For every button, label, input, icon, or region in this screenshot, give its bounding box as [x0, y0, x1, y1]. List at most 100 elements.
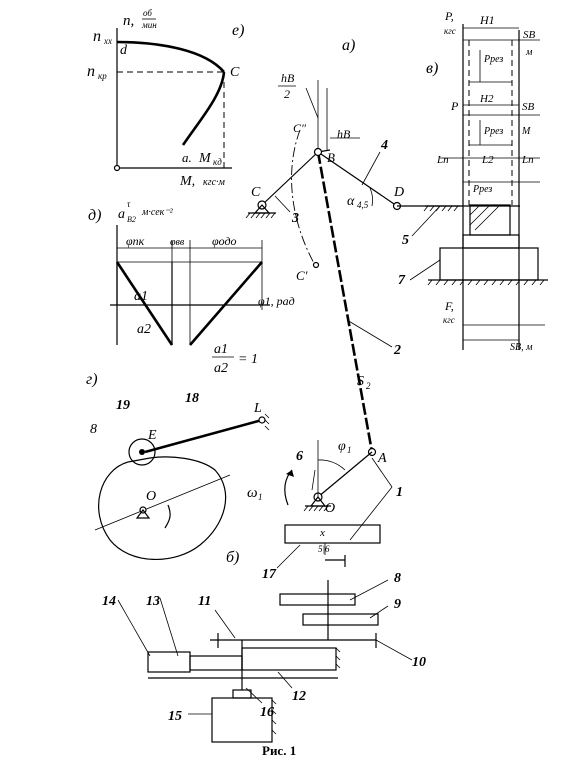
- leader-3: [274, 195, 291, 213]
- clutch-13: [189, 655, 243, 671]
- graph-d-segment-1: [115, 261, 174, 346]
- cam-label-8: 8: [90, 422, 97, 437]
- label-3: 3: [291, 211, 299, 226]
- alpha-arc: [369, 187, 373, 207]
- cam-support: [135, 509, 151, 519]
- label-2: 2: [393, 343, 401, 358]
- graph-v-p-unit: кгс: [444, 26, 456, 36]
- graph-e-nxx-sub: хх: [103, 36, 112, 46]
- graph-v-p-pez3: Pрез: [472, 184, 492, 195]
- leader-1a: [371, 457, 393, 488]
- graph-e-nkr-sub: кр: [98, 71, 107, 81]
- cam-profile-join: [127, 457, 151, 463]
- phi-arc: [317, 459, 346, 471]
- label-17: 17: [262, 567, 277, 582]
- cam-g-section-label: г): [86, 371, 98, 388]
- label-4: 4: [380, 138, 388, 153]
- clutch-14: [147, 651, 191, 673]
- leader-7: [409, 259, 441, 281]
- leader-1b: [349, 486, 393, 541]
- graph-d-acceleration: д) a τ B2 м·сек⁻² φпк φвв φодо a1 a2 φ1,…: [88, 199, 295, 376]
- graph-v-p-label: P,: [444, 9, 454, 23]
- label-1: 1: [396, 485, 403, 500]
- label-7: 7: [398, 273, 406, 288]
- leader-13: [159, 597, 179, 657]
- link-cb: [261, 151, 319, 206]
- point-d-label: D: [393, 185, 404, 200]
- leader-5: [411, 205, 441, 237]
- alpha-label: α: [347, 194, 355, 209]
- graph-d-a-unit: м·сек⁻²: [141, 207, 174, 218]
- graph-e-point-d: d: [120, 43, 128, 58]
- leader-11: [214, 609, 236, 639]
- link-bd: [317, 151, 398, 207]
- label-15: 16: [260, 705, 274, 720]
- graph-d-a-sup: τ: [127, 199, 131, 209]
- label-8: 8: [394, 571, 401, 586]
- graph-e-origin: [113, 164, 121, 172]
- gear-train-b: б) x 5|6 17 8 9 10 11: [102, 524, 426, 743]
- graph-v-sbm-label: SB, м: [510, 342, 533, 353]
- graph-e-mkd-sub: кд: [213, 157, 222, 167]
- graph-v-sb2-label: SB: [522, 101, 535, 113]
- graph-e-point-c: C: [230, 65, 240, 80]
- graph-d-phi-bb: φвв: [170, 237, 185, 248]
- graph-d-phi-obo: φодо: [212, 234, 237, 248]
- cam-roller-pin: [139, 449, 145, 455]
- leader-12: [277, 671, 293, 689]
- gear-9: [302, 613, 379, 626]
- graph-e-curve-ca: [181, 71, 226, 146]
- graph-e-nxx-label: n: [93, 28, 101, 45]
- follower-pivot-hatch: [264, 413, 270, 431]
- label-13: 13: [146, 594, 160, 609]
- hb-label: hB: [337, 127, 351, 141]
- graph-d-section-label: д): [88, 207, 101, 224]
- graph-e-y-unit-top: об: [143, 8, 152, 18]
- gear-17: [284, 524, 381, 544]
- hb-half-label: hB: [281, 71, 295, 85]
- graph-e-nkr-label: n: [87, 63, 95, 80]
- graph-d-a2: a2: [137, 322, 151, 337]
- support-o-hatch: [303, 505, 329, 512]
- graph-v-m-label: м: [525, 47, 533, 58]
- hb-half-arrow: [305, 87, 319, 119]
- point-a-label: A: [377, 451, 387, 466]
- s2-label: S: [357, 374, 364, 389]
- follower-pivot-l: [258, 416, 266, 424]
- graph-v-ln2-label: Ln: [521, 154, 534, 166]
- graph-d-a-sub: B2: [127, 215, 136, 224]
- label-11: 11: [198, 594, 211, 609]
- s2-sub: 2: [366, 381, 371, 391]
- motor-support-hatch: [271, 699, 277, 735]
- graph-v-section-label: в): [426, 60, 438, 77]
- point-c2-label: C″: [293, 121, 307, 135]
- graph-d-ratio-den: a2: [214, 361, 228, 376]
- press-base-7: [439, 247, 539, 281]
- mechanism-a-section-label: а): [342, 37, 355, 54]
- figure-caption: Рис. 1: [262, 743, 296, 758]
- label-16: 15: [168, 709, 182, 724]
- cam-label-18: 18: [185, 391, 199, 406]
- omega-arrowhead: [286, 470, 294, 477]
- graph-e-engine-characteristic: е) n хх n, об мин d n кр C a. M кд M, кг…: [87, 8, 244, 189]
- cam-roller-19: [128, 438, 156, 466]
- label-5: 5: [402, 233, 409, 248]
- gear-17-x: x: [319, 527, 325, 539]
- leader-4: [361, 151, 381, 186]
- leader-6: [311, 469, 316, 491]
- graph-v-sb-label: SB: [523, 29, 536, 41]
- press-table: [462, 234, 520, 249]
- slider-guide-hatch: [423, 205, 459, 212]
- graph-e-x-axis-label: M,: [179, 174, 195, 189]
- graph-v-force-diagram: в) P, кгс H1 SB м Pрез P H2 SB M Pрез Ln…: [426, 9, 548, 353]
- joint-b: [313, 147, 323, 157]
- support-c-hatch: [245, 212, 276, 219]
- mechanism-a-scheme: а) hB 2 C″ hB: [245, 37, 520, 541]
- label-6: 6: [296, 449, 303, 464]
- phi-sub: 1: [347, 445, 352, 455]
- graph-v-p-mid: P: [450, 99, 459, 113]
- graph-v-p-pez2: Pрез: [483, 126, 503, 137]
- leader-14: [117, 599, 151, 657]
- cam-profile: [98, 456, 227, 561]
- leader-10: [375, 639, 413, 661]
